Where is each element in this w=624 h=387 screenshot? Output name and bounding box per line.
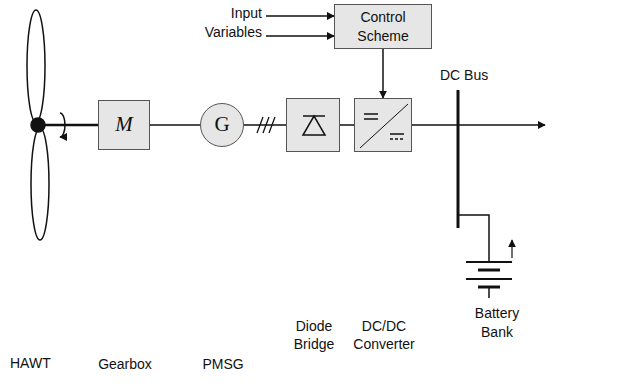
connector: [382, 49, 384, 98]
gearbox-box: MGearbox: [98, 100, 150, 150]
generator-circle: GPMSG: [200, 103, 244, 147]
connector: [150, 124, 200, 126]
rectifier-box: Diode Bridge: [286, 98, 340, 152]
node-caption: Diode Bridge: [283, 317, 345, 353]
blade: [31, 128, 49, 240]
turbine: [27, 10, 98, 240]
node-caption: PMSG: [188, 355, 258, 373]
dcdc-symbol: [355, 99, 411, 151]
connector: [340, 124, 354, 126]
dc-bus: [457, 90, 460, 228]
output-arrow: [458, 124, 545, 126]
node-text: Control Scheme: [347, 8, 419, 44]
input-label: Input Variables: [194, 4, 262, 42]
input-arrow: [266, 15, 334, 17]
node-text: G: [214, 111, 229, 138]
node-text: M: [115, 111, 133, 138]
node-caption: Gearbox: [85, 355, 165, 373]
input-arrow: [266, 35, 334, 37]
bus-label: DC Bus: [440, 66, 510, 85]
diode-symbol: [287, 99, 339, 151]
controller-box: Control Scheme: [334, 4, 432, 49]
battery-symbol: [458, 215, 512, 298]
node-caption: DC/DC Converter: [345, 317, 423, 353]
battery-label: Battery Bank: [466, 304, 528, 342]
connector: [244, 124, 286, 126]
turbine-label: HAWT: [10, 354, 70, 373]
rotation-arrow: [60, 113, 65, 137]
bus-wire: [412, 124, 458, 126]
converter-box: DC/DC Converter: [354, 98, 412, 152]
shaft: [44, 124, 98, 127]
hub: [31, 118, 45, 132]
blade: [27, 10, 45, 122]
